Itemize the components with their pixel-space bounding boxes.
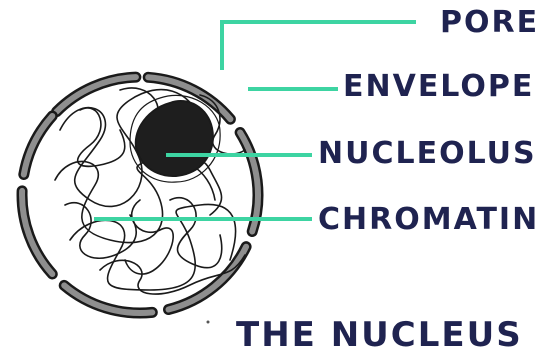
chromatin-strand xyxy=(170,198,222,268)
pore-leader-line xyxy=(222,22,414,68)
chromatin-label: CHROMATIN xyxy=(318,205,539,235)
stray-dot xyxy=(207,321,210,324)
nucleolus-label: NUCLEOLUS xyxy=(318,139,537,169)
chromatin-strand xyxy=(65,203,136,259)
nucleolus xyxy=(130,95,220,182)
nuclear-envelope xyxy=(22,77,258,313)
nucleolus-body xyxy=(136,101,213,176)
envelope-label: ENVELOPE xyxy=(343,72,534,102)
diagram-title: THE NUCLEUS xyxy=(236,318,523,352)
pore-label: PORE xyxy=(440,8,539,38)
